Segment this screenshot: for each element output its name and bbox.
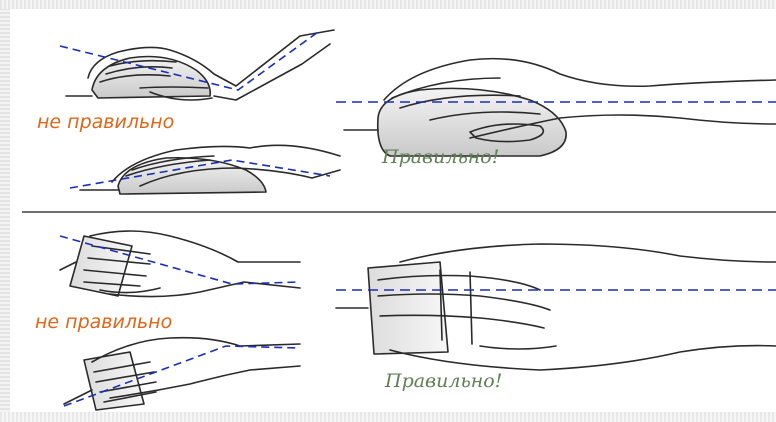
correct-side-view — [344, 59, 776, 156]
mouse-cable — [60, 262, 76, 270]
forearm-lower — [214, 44, 330, 100]
section-divider — [22, 211, 776, 213]
caption-wrong-top: не правильно — [37, 111, 174, 133]
wrong-top-view-lower — [64, 338, 300, 410]
correct-top-view — [336, 244, 776, 370]
mouse-cable — [64, 390, 92, 404]
wrong-top-view-upper — [60, 231, 300, 297]
caption-wrong-bottom: не правильно — [35, 311, 172, 333]
wrong-side-view-raised-wrist — [66, 30, 334, 100]
mouse-body — [70, 236, 132, 296]
hand-lower — [110, 282, 300, 297]
caption-correct-bottom: Правильно! — [385, 370, 502, 392]
thumb — [480, 346, 556, 349]
hand-outline — [400, 244, 776, 262]
caption-correct-top: Правильно! — [382, 146, 499, 168]
wrong-side-view-dropped-wrist — [80, 145, 340, 194]
